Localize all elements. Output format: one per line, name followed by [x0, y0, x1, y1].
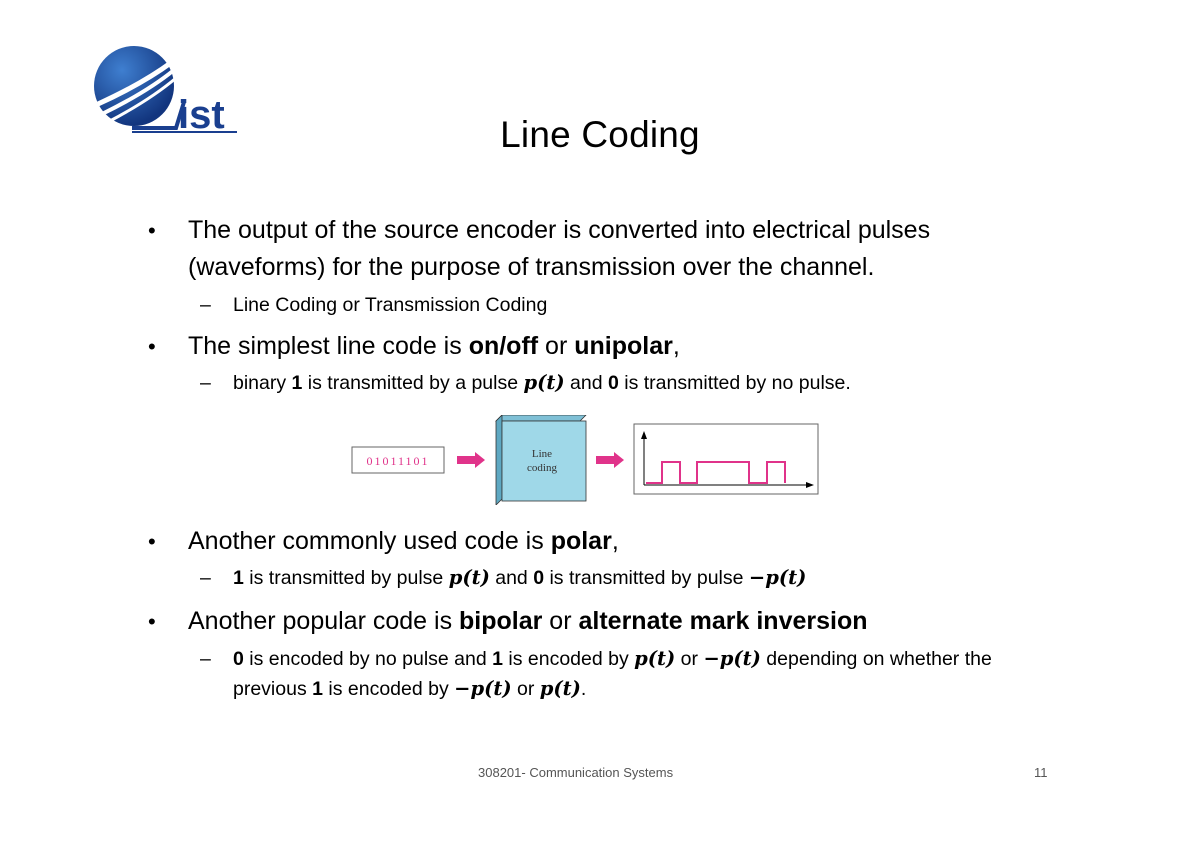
dash-icon: –	[200, 567, 211, 589]
svg-text:ist: ist	[178, 93, 225, 136]
bullet-dot-icon: •	[148, 529, 156, 554]
slide-title: Line Coding	[500, 114, 700, 155]
bullet-dot-icon: •	[148, 334, 156, 359]
sub-bullet-3-1: – 1 is transmitted by pulse p(t) and 0 i…	[148, 563, 1068, 593]
institution-logo: ist	[92, 44, 242, 137]
footer-course-name: 308201- Communication Systems	[478, 765, 674, 780]
dash-icon: –	[200, 648, 211, 670]
svg-text:coding: coding	[527, 462, 557, 474]
bits-box	[351, 446, 445, 474]
unipolar-waveform	[633, 423, 819, 495]
dash-icon: –	[200, 372, 211, 394]
bullet-3: • Another commonly used code is polar,	[148, 523, 1068, 560]
sub-bullet-4-1: – 0 is encoded by no pulse and 1 is enco…	[148, 644, 1068, 704]
slide-content: • The output of the source encoder is co…	[148, 212, 1068, 704]
svg-text:01011101: 01011101	[366, 454, 429, 468]
page-number: 11	[1034, 765, 1048, 780]
bullet-1: • The output of the source encoder is co…	[148, 212, 1068, 286]
arrow-right-icon	[596, 452, 624, 468]
sub-bullet-2-1: – binary 1 is transmitted by a pulse p(t…	[148, 368, 1068, 398]
bullet-2: • The simplest line code is on/off or un…	[148, 328, 1068, 365]
dash-icon: –	[200, 294, 211, 316]
bullet-4: • Another popular code is bipolar or alt…	[148, 603, 1068, 640]
line-coding-diagram: 01011101 Line coding	[350, 414, 820, 506]
bullet-dot-icon: •	[148, 609, 156, 634]
globe-logo-icon: ist	[94, 46, 237, 137]
arrow-right-icon	[457, 452, 485, 468]
sub-bullet-1-1: – Line Coding or Transmission Coding	[148, 290, 1068, 320]
line-coding-block: Line coding	[495, 414, 587, 506]
svg-text:Line: Line	[532, 448, 552, 460]
bullet-dot-icon: •	[148, 218, 156, 243]
